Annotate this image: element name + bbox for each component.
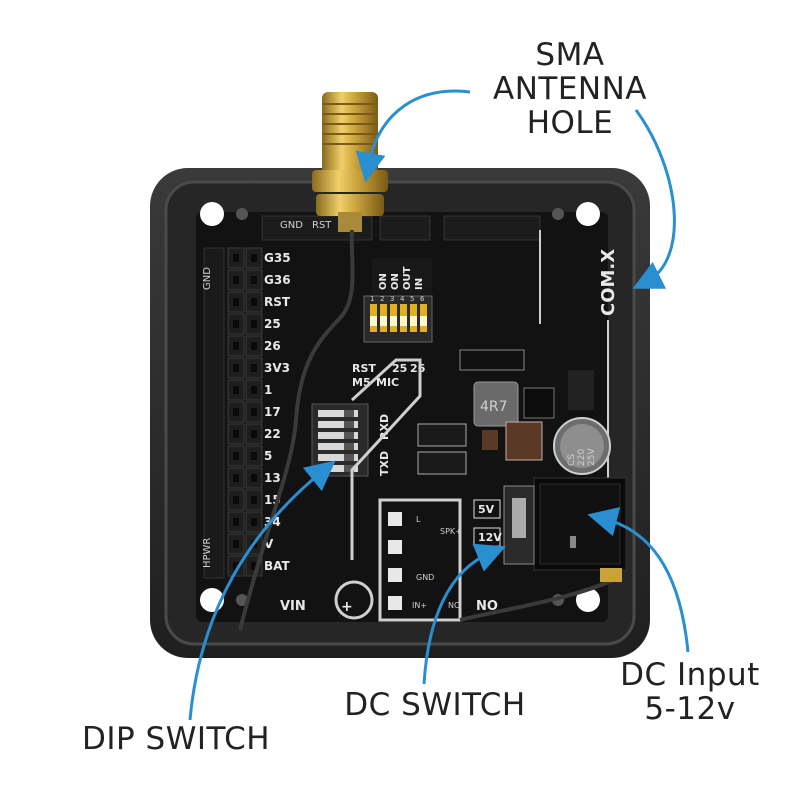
- com-arrow: [632, 109, 676, 289]
- top-header-label: RST: [312, 220, 332, 231]
- svg-text:+: +: [341, 599, 353, 615]
- dip-side-label: RXD: [378, 414, 391, 440]
- header-label: V: [264, 537, 274, 551]
- top-dip-switch: [363, 258, 433, 343]
- dip-top-label: IN: [414, 278, 425, 290]
- header-label: 17: [264, 405, 281, 419]
- vin-label: VIN: [280, 599, 306, 614]
- dip-number: 5: [410, 295, 414, 303]
- header-label: 25: [264, 317, 281, 331]
- speaker-pads: L SPK+ GND IN+ NC: [388, 512, 462, 610]
- header-label: G36: [264, 273, 291, 287]
- pad-label: SPK+: [440, 527, 462, 536]
- pad-label: L: [416, 515, 421, 524]
- dip-number: 2: [380, 295, 384, 303]
- inductor-label: 4R7: [480, 399, 508, 415]
- dip-arrow: [188, 460, 336, 721]
- dip-number: 6: [420, 295, 425, 303]
- row-label: MIC: [376, 376, 399, 389]
- row-label: 26: [410, 362, 426, 375]
- sma-antenna-callout: SMA ANTENNA HOLE: [492, 37, 647, 141]
- cap-label: 220: [577, 449, 587, 466]
- dc-switch-arrow: [422, 543, 506, 685]
- header-label: 22: [264, 427, 281, 441]
- header-label: 13: [264, 471, 281, 485]
- header-label: 3V3: [264, 361, 290, 375]
- module-label: COM.X: [598, 249, 619, 316]
- cap-label: CS: [567, 454, 577, 466]
- dc-input-arrow: [587, 507, 690, 653]
- header-label: 26: [264, 339, 281, 353]
- header-labels: G35G36RST25263V3117225131534VBATGNDHPWRG…: [202, 220, 332, 573]
- no-label: NO: [476, 599, 498, 614]
- header-label: G35: [264, 251, 291, 265]
- dip-top-label: ON: [378, 273, 389, 290]
- cap-label: 25V: [587, 448, 597, 466]
- dip-number: 1: [370, 295, 374, 303]
- dc-jack: [533, 477, 627, 571]
- row-label: RST: [352, 362, 376, 375]
- left-pin-header: [203, 247, 263, 579]
- pad-label: IN+: [412, 601, 427, 610]
- switch-label: 12V: [478, 531, 502, 544]
- header-label: RST: [264, 295, 291, 309]
- header-label: 5: [264, 449, 272, 463]
- dip-top-label: ON: [390, 273, 401, 290]
- dc-input-callout: DC Input 5-12v: [620, 657, 760, 727]
- side-label: GND: [202, 267, 213, 290]
- sma-arrow: [355, 89, 471, 183]
- pad-label: NC: [448, 601, 460, 610]
- header-label: 1: [264, 383, 272, 397]
- dip-switch-callout: DIP SWITCH: [82, 721, 271, 757]
- dip-side-label: TXD: [378, 451, 391, 476]
- callout-arrows: [188, 89, 690, 721]
- dip-top-label: OUT: [402, 266, 413, 290]
- dip-number: 4: [400, 295, 405, 303]
- dc-switch: [473, 485, 535, 565]
- row-label: 25: [392, 362, 407, 375]
- top-header-label: GND: [280, 220, 303, 231]
- side-label: HPWR: [202, 538, 213, 568]
- dip-number: 3: [390, 295, 394, 303]
- pad-label: GND: [416, 573, 434, 582]
- switch-label: 5V: [478, 503, 495, 516]
- dip-switch: [311, 403, 369, 477]
- dc-switch-callout: DC SWITCH: [344, 687, 526, 723]
- header-label: BAT: [264, 559, 291, 573]
